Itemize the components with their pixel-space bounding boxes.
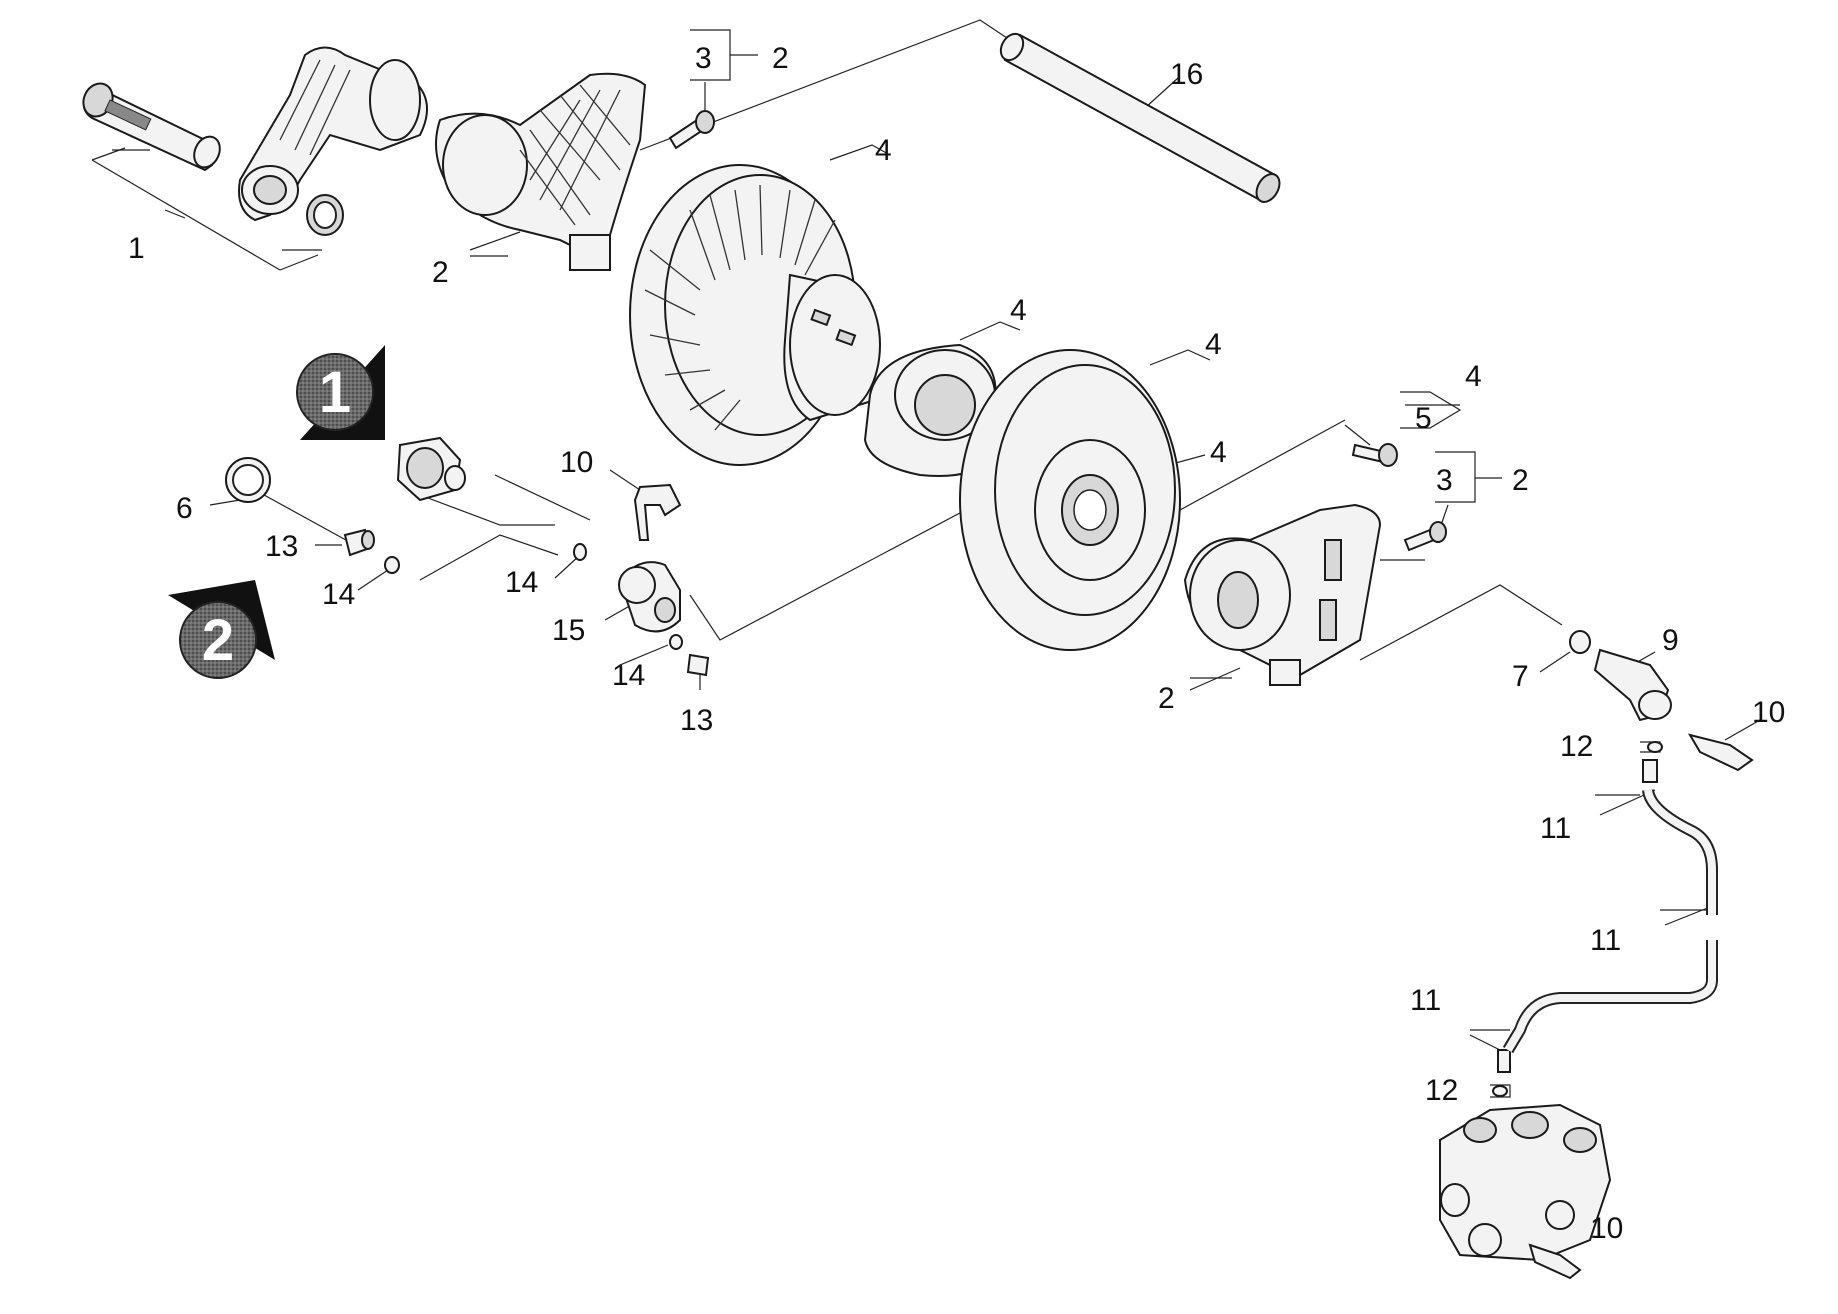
callout-label: 2 — [432, 256, 449, 289]
callout-label: 10 — [1752, 696, 1785, 729]
callout-label: 10 — [1590, 1212, 1623, 1245]
elbow-fitting-part — [1593, 648, 1672, 722]
callout-label: 7 — [1512, 660, 1529, 693]
o-ring-part — [384, 543, 683, 650]
callout-label: 13 — [680, 704, 713, 737]
callout-label: 4 — [1010, 294, 1027, 327]
callout-label: 14 — [612, 659, 645, 692]
seal-ring-part — [306, 194, 344, 236]
callout-label: 1 — [128, 232, 145, 265]
callout-label: 12 — [1425, 1074, 1458, 1107]
handle-grip-part — [82, 82, 221, 172]
callout-label: 14 — [322, 578, 355, 611]
callout-label: 6 — [176, 492, 193, 525]
callout-label: 3 — [695, 42, 712, 75]
reel-disk-part — [959, 349, 1181, 651]
screw-part — [1403, 521, 1447, 552]
hose-part — [1502, 788, 1718, 1054]
callout-labels: 1 2 3 2 16 4 4 4 4 5 4 3 2 2 6 13 14 10 … — [128, 42, 1785, 1245]
callout-label: 5 — [1415, 402, 1432, 435]
crank-arm-part — [238, 46, 428, 222]
nipple-part — [1497, 759, 1658, 1073]
callout-label: 2 — [1158, 682, 1175, 715]
upper-housing-part — [435, 72, 647, 271]
svg-text:2: 2 — [202, 608, 234, 673]
callout-label: 4 — [1465, 360, 1482, 393]
callout-label: 12 — [1560, 730, 1593, 763]
callout-label: 2 — [772, 42, 789, 75]
rod-part — [999, 32, 1281, 203]
screw-part — [1351, 443, 1398, 467]
callout-label: 4 — [875, 134, 892, 167]
o-ring-part — [1492, 741, 1663, 1097]
callout-label: 14 — [505, 566, 538, 599]
step-badge-1: 1 — [296, 345, 385, 440]
callout-label: 13 — [265, 530, 298, 563]
callout-label: 2 — [1512, 464, 1529, 497]
callout-label: 9 — [1662, 624, 1679, 657]
callout-label: 3 — [1436, 464, 1453, 497]
callout-label: 15 — [552, 614, 585, 647]
callout-label: 11 — [1540, 812, 1571, 845]
step-badge-2: 2 — [168, 580, 275, 679]
retaining-ring-part — [225, 457, 271, 503]
svg-text:1: 1 — [319, 360, 351, 425]
clip-part — [633, 483, 682, 541]
callout-label: 4 — [1210, 436, 1227, 469]
screw-part — [668, 110, 715, 150]
washer-part — [1569, 630, 1591, 654]
callout-label: 16 — [1170, 58, 1203, 91]
ring-insert-part — [863, 343, 997, 477]
callout-label: 11 — [1410, 984, 1441, 1017]
clip-part — [1687, 733, 1754, 772]
coupling-nut-part — [396, 436, 466, 502]
callout-label: 4 — [1205, 328, 1222, 361]
lower-housing-part — [1183, 503, 1382, 686]
reel-drum-part — [629, 164, 881, 466]
callout-label: 11 — [1590, 924, 1621, 957]
pump-manifold-part — [1439, 1103, 1612, 1280]
callout-label: 10 — [560, 446, 593, 479]
swivel-body-part — [618, 561, 681, 633]
plug-part — [686, 653, 710, 677]
plug-part — [343, 528, 375, 557]
